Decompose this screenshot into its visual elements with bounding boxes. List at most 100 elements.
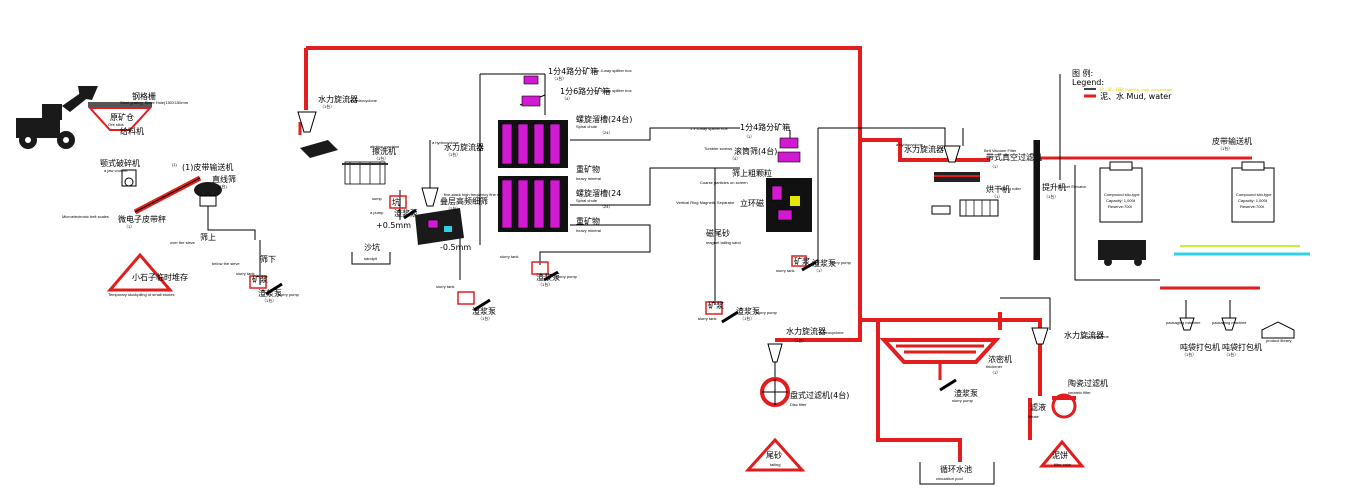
splitter4-label-qty: （1）: [744, 134, 754, 139]
product-silo-1: [1099, 161, 1143, 223]
silo2-label-a: Compound silo-type: [1236, 192, 1272, 197]
vrms-label-cn: 立环磁: [740, 198, 764, 208]
ceramic-filter-label-en: ceramic filter: [1068, 390, 1091, 395]
line-d: [570, 127, 740, 141]
truck-loader: [1098, 240, 1146, 266]
attrition-machine: [342, 161, 388, 185]
circulation-pool: [919, 462, 995, 485]
line-n: [1000, 297, 1051, 330]
thickener-label-en: thickener: [986, 364, 1003, 369]
splitter-box-4: [779, 137, 799, 149]
slurry-pump-4-label-qty: （1）: [814, 268, 824, 273]
heavy2-label-en: heavy mineral: [576, 228, 601, 233]
ceramic-filter: [1051, 393, 1077, 419]
splitter16-label-cn: 1分6路分矿箱: [560, 86, 610, 96]
belt-vac-label-en: Belt Vacuum Filter: [984, 148, 1017, 153]
slurry-pump-4-label-en: slurry pump: [830, 260, 852, 265]
legend-row-material: 矿、浆、精矿 Material, pulp, concentrate: [1100, 86, 1173, 92]
slurry-pump-1-label-qty: （1台）: [262, 297, 276, 303]
hydrocyclone-5-label-en: a hydrocyclone: [1082, 334, 1110, 339]
slurry-tank-1: [249, 275, 283, 296]
slurry-pump-1-label-en: slurry pump: [278, 292, 300, 297]
water-pipe-right-branch: [860, 138, 990, 162]
slurry-tank-3: [531, 261, 559, 282]
sump-1: [389, 195, 417, 220]
hydrocyclone-2-label-cn: 水力旋流器: [444, 142, 484, 152]
pump-label-en: a pump: [370, 210, 384, 215]
slurry-pump-2-label-cn: 渣浆泵: [472, 306, 496, 316]
stack-screen-label-qty: （2台）: [446, 205, 460, 211]
linear-screen-label-cn: 直线筛: [212, 174, 236, 184]
slurry-pump-5-label-cn: 渣浆泵: [736, 306, 760, 316]
trommel-screen: [777, 151, 801, 163]
conveyor-green: [1174, 245, 1310, 256]
splitter14-label-cn: 1分4路分矿箱: [548, 66, 598, 76]
slurry-tank-2-label-en: slurry tank: [436, 284, 454, 289]
washer-machine: [300, 140, 338, 158]
heavy1-label-en: heavy mineral: [576, 176, 601, 181]
line-v: [1185, 300, 1231, 318]
stone-stockpile: [106, 252, 174, 292]
dryer-label-cn: 烘干机: [986, 184, 1010, 194]
slurry-tank-5-label-cn: 矿浆: [708, 300, 724, 310]
product-silo-2: [1231, 161, 1275, 223]
stockpile-label-en: Temporary stockpiling of small stones: [108, 292, 174, 297]
attrition-label-cn: 擦洗机: [372, 146, 396, 156]
bucket-elevator: [1034, 140, 1040, 260]
slurry-tank-1-label-cn: 矿浆: [252, 274, 268, 284]
legend-row-water: 泥、水 Mud, water: [1100, 91, 1172, 101]
hydrocyclone-1-label-en: a hydrocyclone: [350, 98, 378, 103]
belt-conveyor-1: [133, 175, 202, 215]
grating-label-en: Steel grating, Sieve Hole(150X150mm: [120, 100, 189, 105]
ore-silo: [87, 102, 153, 131]
legend-title-en: Legend:: [1072, 78, 1104, 87]
spiral-chutes-upper: [498, 120, 568, 168]
tailing-stockpile: [744, 437, 806, 472]
legend: 图 例: Legend: 矿、浆、精矿 Material, pulp, conc…: [1072, 68, 1173, 101]
splitter-box-16: [521, 95, 541, 107]
line-i: [818, 127, 946, 146]
trommel-label-en: Tumbler screws: [704, 146, 732, 151]
splitter-box-14: [523, 75, 539, 85]
hydrocyclone-3-label-cn: 水力旋流器: [786, 326, 826, 336]
hydrocyclone-4-label-cn: 水力旋流器: [904, 144, 944, 154]
hydrocyclone-2: [421, 187, 439, 207]
spiral1-label-qty: （24）: [600, 130, 612, 135]
slurry-tank-4-label-en: slurry tank: [776, 268, 794, 273]
belt2-label-qty: （1台）: [1218, 145, 1232, 151]
belt-scale-label-cn: 微电子皮带秤: [118, 214, 166, 224]
line-f: [539, 224, 651, 265]
spiral-chutes-lower: [498, 176, 568, 232]
water-pipe-network: [298, 46, 1260, 462]
oversize-label-en: over the sieve: [170, 240, 196, 245]
slurry-pump-3-label-en: slurry pump: [556, 274, 578, 279]
spiral1-label-en: Spiral chute: [576, 124, 598, 129]
linear-screen: [194, 182, 222, 207]
attrition-label-en: attrition machine: [370, 144, 400, 149]
ore-silo-label-cn: 原矿仓: [110, 112, 134, 122]
pack1-label-en: packaging machine: [1166, 320, 1201, 325]
dryer-label-qty: （1）: [992, 194, 1002, 199]
silo1-label-b: Capacity: 1,000t: [1106, 198, 1136, 203]
pack2-label-qty: （1台）: [1224, 351, 1238, 357]
slurry-tank-5: [705, 301, 739, 324]
belt-vac-label-qty: （1）: [990, 164, 1000, 169]
belt2-label-cn: 皮带输送机: [1212, 136, 1252, 146]
vrms-label-en: Vertical Ring Magnetic Separator: [676, 200, 735, 205]
vertical-ring-separator: [766, 178, 812, 232]
slurry-pump-5-label-qty: （1台）: [740, 315, 754, 321]
splitter14-label-qty: （1台）: [552, 75, 566, 81]
belt-vacuum-filter: [934, 172, 980, 182]
slurry-pump-2-label-qty: （1台）: [478, 315, 492, 321]
spiral2-label-cn: 螺旋溜槽(24: [576, 188, 621, 198]
water-pipe-thickener: [860, 318, 1042, 396]
magtail-label-cn: 磁尾砂: [706, 228, 730, 238]
dryer-label-en: drying roller: [1000, 186, 1022, 191]
magtail-label-en: magnet tailing sand: [706, 240, 741, 245]
hydrocyclone-2-label-en: a hydrocyclone: [432, 140, 460, 145]
silo1-label-a: Compound silo-type: [1104, 192, 1140, 197]
heavy2-label-cn: 重矿物: [576, 216, 600, 226]
pack1-label-cn: 吨袋打包机: [1180, 342, 1220, 352]
belt-scale-label-en: Microelectronic belt scales: [62, 214, 109, 219]
